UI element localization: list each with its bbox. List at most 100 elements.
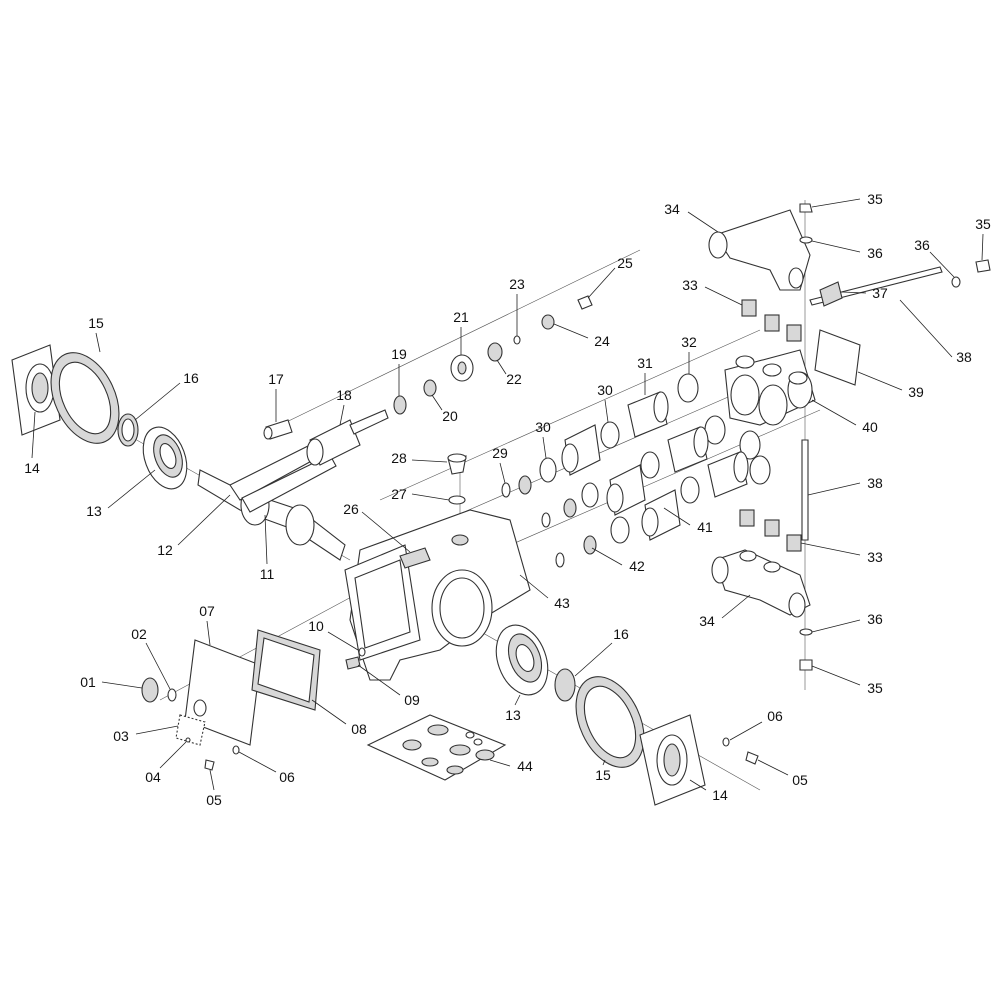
leader-line-03 [135,725,179,735]
leader-line-30 [542,436,547,459]
plug-37 [819,281,843,307]
leader-line-36 [929,251,955,278]
leader-line-20 [431,394,443,411]
leader-line-26 [361,511,411,553]
gasket-left [50,352,120,444]
screw-05 [204,759,215,771]
part-label-38: 38 [956,349,972,365]
leader-line-33 [800,542,861,556]
leader-line-28 [411,459,448,463]
part-label-10: 10 [308,618,324,634]
leader-line-06 [729,721,763,741]
bearing-flange-right [639,714,706,806]
washer-24 [541,314,555,330]
part-label-06: 06 [279,769,295,785]
part-label-20: 20 [442,408,458,424]
sleeves-31 [627,391,749,498]
part-label-39: 39 [908,384,924,400]
leader-line-35 [981,233,984,261]
oring-23 [513,335,521,345]
screw-05-right [745,751,759,765]
leader-line-24 [553,323,589,339]
leader-line-16 [574,642,613,677]
leader-line-06 [238,751,277,773]
washer-19 [393,395,407,415]
washer-06 [232,745,240,755]
part-label-30: 30 [535,419,551,435]
washer-36 [799,236,813,244]
leader-line-29 [499,462,506,484]
part-label-12: 12 [157,542,173,558]
part-label-33: 33 [867,549,883,565]
seal-rings [501,373,771,568]
stud-38-vertical [801,439,809,541]
part-label-25: 25 [617,255,633,271]
part-label-16: 16 [613,626,629,642]
leader-line-44 [489,759,511,767]
part-label-35: 35 [867,680,883,696]
leader-line-09 [357,664,401,696]
washer-36-bottom [799,628,813,636]
washer-36-right [951,276,961,288]
leader-line-34 [687,211,719,233]
part-label-03: 03 [113,728,129,744]
part-label-22: 22 [506,371,522,387]
leader-line-35 [811,198,861,208]
leader-line-43 [519,574,549,599]
part-label-36: 36 [867,245,883,261]
leader-line-40 [811,399,857,426]
gasket-right [575,676,645,768]
part-labels: 1516141317181211192021222324252827262930… [24,191,991,808]
part-label-43: 43 [554,595,570,611]
nut-35 [799,203,813,213]
leader-line-10 [327,631,359,651]
part-label-08: 08 [351,721,367,737]
leader-line-36 [811,619,861,633]
part-label-17: 17 [268,371,284,387]
part-label-44: 44 [517,758,533,774]
part-label-34: 34 [664,201,680,217]
part-label-11: 11 [260,566,275,582]
part-label-41: 41 [697,519,713,535]
oil-seal-right [554,668,576,702]
leader-line-42 [591,547,623,566]
part-label-27: 27 [391,486,407,502]
leader-line-27 [411,493,450,501]
manifold-40 [724,349,816,426]
bearing-right [495,624,549,696]
suction-manifold-34 [711,549,811,618]
part-label-23: 23 [509,276,525,292]
part-label-15: 15 [88,315,104,331]
leader-line-15 [602,759,606,766]
leader-lines [31,198,984,791]
part-label-04: 04 [145,769,161,785]
washer-06-right [722,737,730,747]
washer-20 [423,379,437,397]
rear-cover-07 [184,639,261,746]
part-label-14: 14 [712,787,728,803]
leader-line-33 [704,286,743,306]
part-label-38: 38 [867,475,883,491]
part-label-40: 40 [862,419,878,435]
oring-10 [358,647,366,657]
seal-kit-44 [366,714,507,781]
leader-line-11 [264,514,268,565]
part-label-18: 18 [336,387,352,403]
part-label-24: 24 [594,333,610,349]
part-label-19: 19 [391,346,407,362]
part-label-15: 15 [595,767,611,783]
oring-27 [448,495,466,505]
part-label-21: 21 [453,309,469,325]
leader-line-25 [587,267,616,299]
leader-line-41 [663,507,691,526]
part-label-13: 13 [505,707,521,723]
part-label-16: 16 [183,370,199,386]
leader-line-34 [721,594,751,619]
leader-line-38 [899,299,953,358]
part-label-32: 32 [681,334,697,350]
leader-line-05 [209,769,215,791]
part-label-30: 30 [597,382,613,398]
part-label-01: 01 [80,674,96,690]
